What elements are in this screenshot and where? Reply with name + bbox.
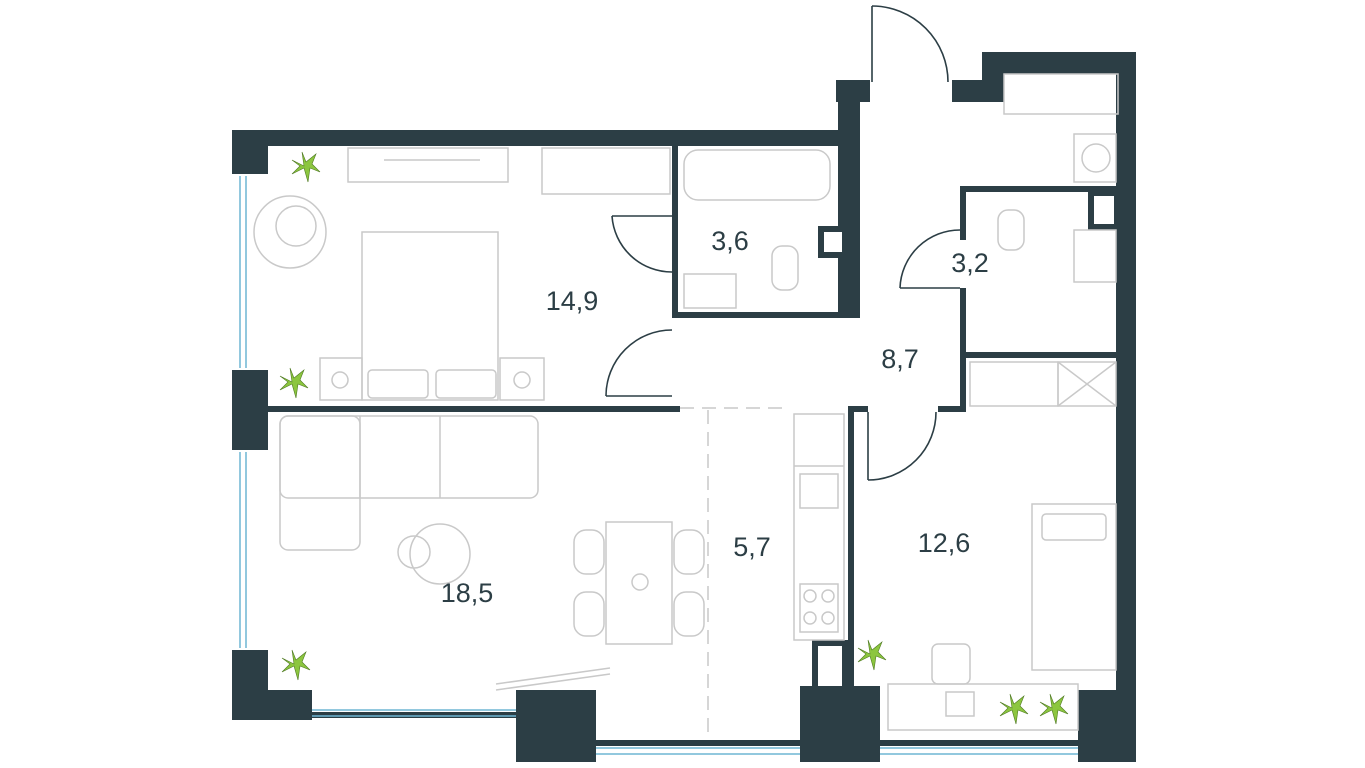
windows (239, 176, 1078, 755)
furniture (253, 73, 1119, 731)
doors (605, 5, 961, 740)
room-area-hallway: 8,7 (881, 344, 919, 374)
room-area-second-bedroom: 12,6 (918, 528, 971, 558)
room-area-living-room: 18,5 (441, 578, 494, 608)
room-area-bedroom: 14,9 (546, 286, 599, 316)
walls (232, 52, 1136, 762)
room-area-toilet: 3,2 (951, 248, 989, 278)
room-area-kitchen: 5,7 (733, 532, 771, 562)
room-area-bathroom: 3,6 (711, 226, 749, 256)
plants (279, 151, 1069, 725)
room-labels: 14,9 3,6 3,2 8,7 18,5 5,7 12,6 (441, 226, 989, 608)
